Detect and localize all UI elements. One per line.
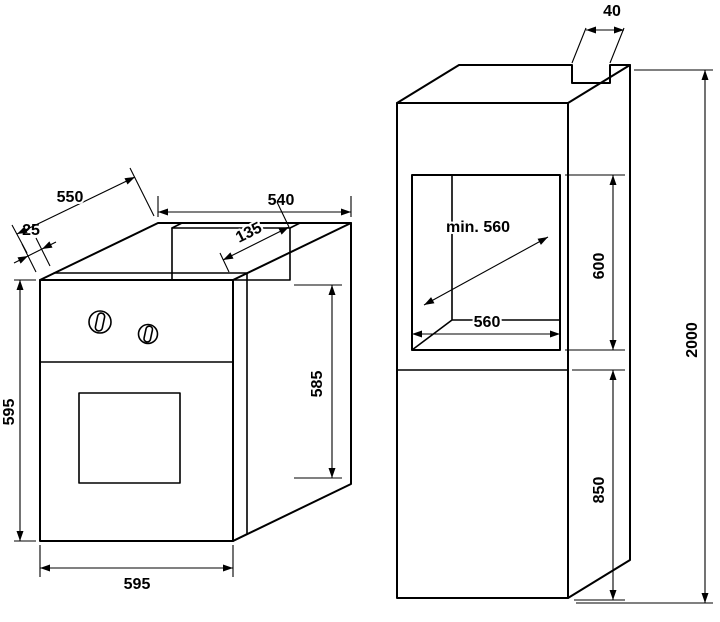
- oven-front-face: [39, 279, 234, 542]
- dim-oven-depth: 550: [11, 167, 155, 254]
- oven-top-face: [39, 222, 352, 281]
- dim-oven-top-width: 540: [157, 190, 352, 217]
- dim-cabinet-niche-height-label: 600: [591, 253, 608, 280]
- oven-drawing: 25 550 540 135 595 5: [0, 167, 352, 595]
- oven-knob-icon: [137, 323, 159, 345]
- oven-fascia-step-lines: [53, 272, 248, 542]
- oven-door-window: [78, 392, 181, 484]
- dim-cabinet-niche-width-label: 560: [474, 314, 501, 331]
- oven-side-face: [232, 222, 352, 542]
- dim-oven-body-height: 585: [294, 284, 342, 479]
- cabinet-niche-opening: [411, 174, 561, 351]
- dim-oven-front-width-label: 595: [124, 576, 151, 593]
- cabinet-side-face: [567, 64, 631, 599]
- cabinet-drawing: 40 min. 560 560 600 850 2000: [396, 1, 713, 604]
- dim-oven-front-width: 595: [39, 545, 234, 595]
- dim-oven-body-height-label: 585: [309, 371, 326, 398]
- dim-oven-top-width-label: 540: [268, 192, 295, 209]
- oven-knob-icon: [88, 310, 112, 334]
- cabinet-top-face: [396, 64, 631, 104]
- dim-cabinet-niche-depth-label: min. 560: [446, 219, 510, 236]
- dim-oven-front-height-label: 595: [1, 399, 18, 426]
- dim-cabinet-niche-width: 560: [412, 312, 560, 338]
- dim-cabinet-total-height: 2000: [576, 69, 713, 604]
- dim-cabinet-total-height-label: 2000: [684, 322, 701, 358]
- dim-oven-depth-label: 550: [57, 189, 84, 206]
- dim-oven-front-height: 595: [0, 279, 36, 542]
- dim-cabinet-cable-cutout: 40: [571, 1, 625, 64]
- dim-cabinet-cable-cutout-label: 40: [603, 3, 621, 20]
- dim-cabinet-niche-height: 600: [565, 174, 625, 351]
- oven-top-housing: [171, 222, 301, 281]
- dim-oven-front-offset: 25: [13, 220, 57, 273]
- dim-cabinet-lower-height-label: 850: [591, 477, 608, 504]
- dim-cabinet-lower-height: 850: [572, 369, 625, 601]
- dim-cabinet-niche-depth: min. 560: [423, 217, 549, 306]
